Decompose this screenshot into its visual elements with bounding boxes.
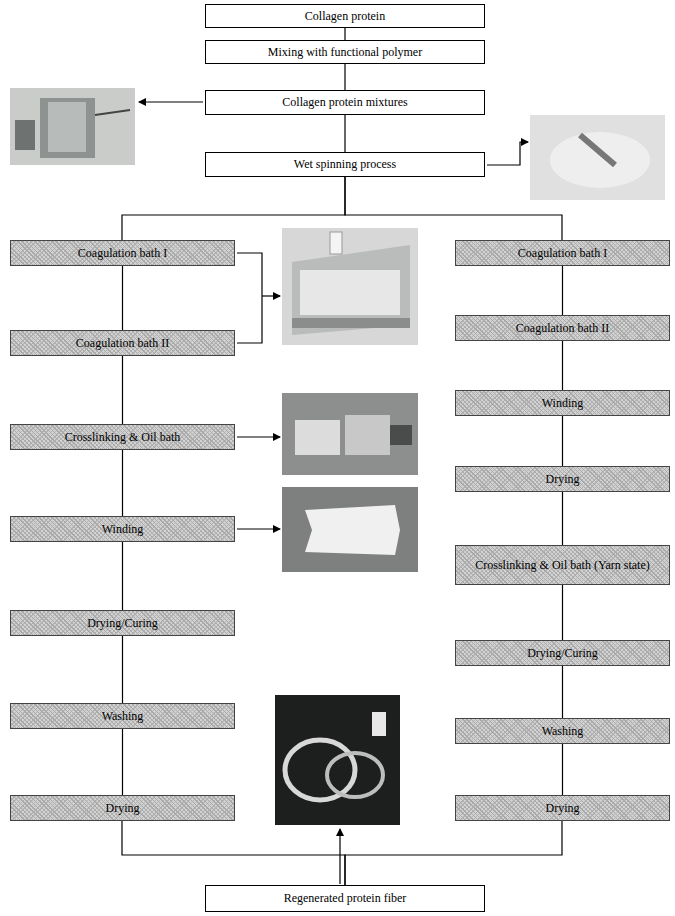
process-step-box: Crosslinking & Oil bath [10,424,235,450]
flow-connector [562,266,563,315]
box-label: Mixing with functional polymer [268,45,422,59]
box-label: Winding [542,396,584,410]
vessel-photo [10,88,135,165]
crosslink-photo [282,393,418,475]
box-label: Coagulation bath I [78,246,167,260]
box-label: Winding [102,522,144,536]
spinning-photo [530,115,665,200]
process-box: Collagen protein [205,4,485,28]
flow-connector [562,666,563,718]
process-step-box: Winding [10,516,235,542]
winding-photo [282,487,418,572]
flow-connector [122,821,345,885]
flow-connector [122,356,123,424]
box-label: Coagulation bath II [76,336,169,350]
box-label: Wet spinning process [294,157,396,171]
box-label: Washing [542,724,584,738]
process-box: Wet spinning process [205,152,485,177]
flow-connector [345,177,562,240]
box-label: Drying [546,801,580,815]
flow-connector [344,115,345,152]
flow-connector [562,744,563,795]
process-step-box: Washing [10,703,235,729]
flow-connector [344,28,345,40]
flow-connector [122,266,123,330]
process-step-box: Washing [455,718,670,744]
box-label: Regenerated protein fiber [284,891,407,905]
flow-connector [345,821,562,885]
process-step-box: Drying [455,466,670,492]
bath-photo [282,228,418,345]
flow-connector [562,585,563,640]
box-label: Washing [102,709,144,723]
process-step-box: Crosslinking & Oil bath (Yarn state) [455,545,670,585]
box-label: Collagen protein mixtures [282,95,407,109]
process-step-box: Coagulation bath II [10,330,235,356]
box-label: Drying [546,472,580,486]
process-box: Mixing with functional polymer [205,40,485,64]
flow-connector [344,64,345,90]
process-step-box: Drying [455,795,670,821]
flow-connector [562,341,563,390]
flow-connector [562,492,563,545]
flow-connector [122,177,345,240]
box-label: Collagen protein [305,9,385,23]
process-step-box: Drying/Curing [455,640,670,666]
flow-connector [122,450,123,516]
process-step-box: Drying [10,795,235,821]
fiber-photo [275,695,400,825]
box-label: Coagulation bath I [518,246,607,260]
flow-connector [122,729,123,795]
box-label: Drying [106,801,140,815]
process-box: Collagen protein mixtures [205,90,485,115]
box-label: Drying/Curing [87,616,158,630]
flow-connector [122,636,123,703]
process-step-box: Coagulation bath I [10,240,235,266]
box-label: Crosslinking & Oil bath [65,430,181,444]
process-step-box: Winding [455,390,670,416]
process-step-box: Coagulation bath II [455,315,670,341]
process-step-box: Coagulation bath I [455,240,670,266]
leader-arrow [139,102,528,884]
flow-connector [122,542,123,610]
box-label: Drying/Curing [527,646,598,660]
process-step-box: Drying/Curing [10,610,235,636]
flow-connector [562,416,563,466]
box-label: Crosslinking & Oil bath (Yarn state) [475,558,649,572]
box-label: Coagulation bath II [516,321,609,335]
process-box: Regenerated protein fiber [205,885,485,912]
